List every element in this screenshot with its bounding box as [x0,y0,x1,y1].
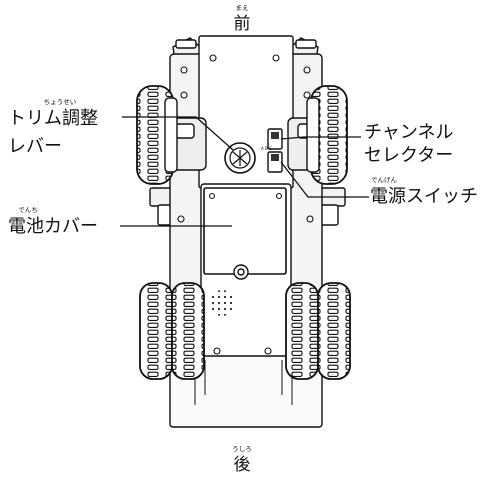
trim-ruby: ちょうせい [44,98,77,106]
front-ruby: まえ [236,4,249,12]
trim-label-line2: レバー [8,136,62,157]
svg-text:A B C: A B C [261,146,272,151]
channel-label-line1: チャンネル [364,122,453,143]
robot-chassis: A B C [136,35,351,428]
back-ruby: うしろ [232,445,252,453]
power-switch-label: 電源スイッチ [370,186,478,207]
leader-lines [120,116,369,227]
front-label: 前 [234,14,251,34]
channel-label-line2: セレクター [364,145,453,166]
back-label: 後 [234,455,251,475]
battery-cover-label: 電池カバー [8,216,98,237]
power-ruby: でんげん [371,175,398,184]
trim-label-line1: トリム調整 [8,108,98,129]
screws [177,54,314,355]
battery-ruby: でんち [18,206,38,214]
